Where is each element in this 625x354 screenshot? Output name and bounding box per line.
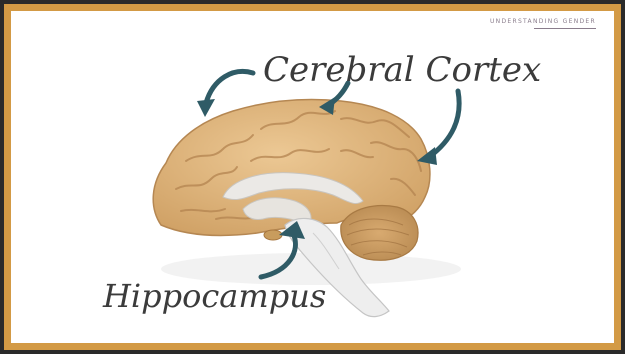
- hippocampus-label: Hippocampus: [102, 277, 326, 315]
- cortex-label: Cerebral Cortex: [263, 50, 541, 90]
- arrow-left: [206, 71, 253, 103]
- brain-illustration: Cerebral Cortex Hippocampus: [11, 11, 614, 343]
- arrowhead-left: [197, 99, 215, 117]
- arrow-right: [429, 91, 459, 157]
- slide-canvas: UNDERSTANDING GENDER: [11, 11, 614, 343]
